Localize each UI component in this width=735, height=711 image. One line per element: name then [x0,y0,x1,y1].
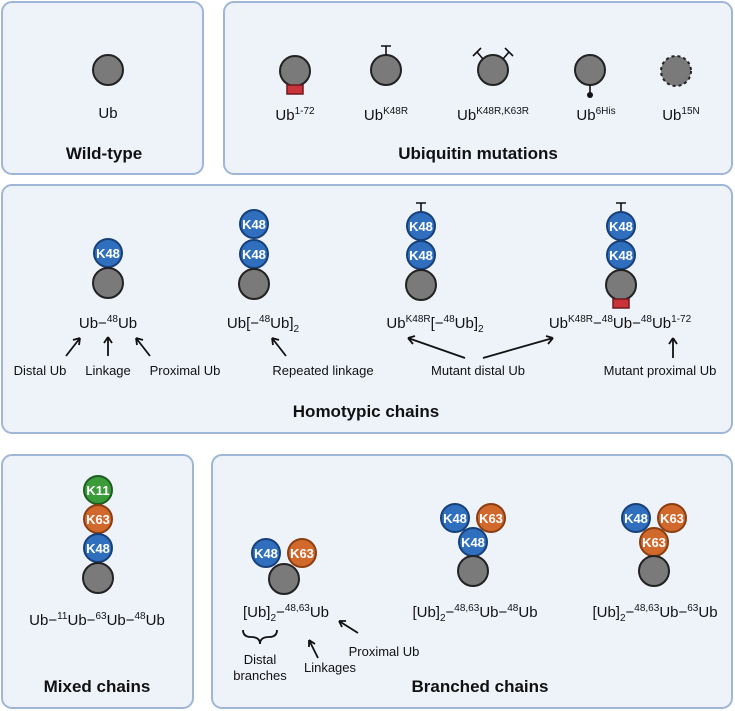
homotypic-title: Homotypic chains [293,402,439,421]
label-linkage: Linkage [85,363,131,378]
arrow-distal-ub [65,337,81,357]
his-tag-marker [587,92,593,98]
ub-bead [605,269,637,301]
ub-bead [92,54,124,86]
label-linkages: Linkages [304,660,357,675]
homotypic-formula-2: Ub[−48Ub]2 [227,314,300,335]
ub-bead [638,555,670,587]
wild-type-label: Ub [98,105,117,122]
k48r-block-marker [416,202,426,212]
k63-bead [287,538,317,568]
label-distal-branches-2: branches [233,668,287,683]
k48-bead-label: K48 [409,219,433,234]
label-mutant-proximal-ub: Mutant proximal Ub [604,363,717,378]
arrow-mutant-distal-ub [407,335,466,359]
truncation-marker [612,298,630,309]
mutation-label-1-72: Ub1-72 [275,106,315,124]
k63-bead-label: K63 [642,535,666,550]
k48-bead-label: K48 [254,546,278,561]
k63-bead-label: K63 [479,511,503,526]
mutation-label-k48r-k63r: UbK48R,K63R [457,106,529,124]
mutations-title: Ubiquitin mutations [398,144,558,163]
label-proximal-ub-branched: Proximal Ub [349,644,420,659]
ub-bead [405,269,437,301]
wild-type-title: Wild-type [66,144,142,163]
k48r-block-marker [616,202,626,212]
truncation-marker [286,84,304,95]
arrow-proximal-ub-branched [338,620,359,634]
k48-bead-label: K48 [96,246,120,261]
branched-formula-2: [Ub]2−48,63Ub−48Ub [412,603,537,624]
mutation-label-6his: Ub6His [576,106,615,124]
mutation-label-15n: Ub15N [662,106,700,124]
homotypic-formula-4: UbK48R−48Ub−48Ub1-72 [549,314,692,332]
k48-bead-label: K48 [242,247,266,262]
k48-bead-label: K48 [609,219,633,234]
arrow-proximal-ub [135,337,151,357]
panel-mutations [223,1,733,175]
ub-bead [477,54,509,86]
mixed-title: Mixed chains [44,677,151,696]
label-distal-branches-1: Distal [244,652,277,667]
k48-bead [440,503,470,533]
arrow-mutant-distal-ub-2 [482,335,554,359]
homotypic-formula-3: UbK48R[−48Ub]2 [386,314,484,335]
k48-bead-label: K48 [242,217,266,232]
k48-bead [621,503,651,533]
ub-bead [279,55,311,87]
annotation-arrows [65,335,678,359]
ub-bead [370,54,402,86]
k63-bead-label: K63 [86,512,110,527]
label-mutant-distal-ub: Mutant distal Ub [431,363,525,378]
k63-bead-label: K63 [660,511,684,526]
k63-bead-label: K63 [290,546,314,561]
arrow-mutant-proximal-ub [668,337,678,358]
mixed-formula: Ub−11Ub−63Ub−48Ub [29,611,165,629]
k48-bead [239,209,269,239]
double-block-marker [472,47,514,60]
k48-bead-label: K48 [461,535,485,550]
k48-bead [251,538,281,568]
ub-bead [457,555,489,587]
k11-bead-label: K11 [86,483,109,498]
ub-bead [92,267,124,299]
panel-homotypic [1,184,733,434]
branched-formula-1: [Ub]2−48,63Ub [243,603,329,624]
ub-bead [238,268,270,300]
arrow-linkage [103,336,113,356]
k63-bead [476,503,506,533]
k48-bead-label: K48 [409,248,433,263]
k48r-block-marker [381,45,391,55]
arrow-linkages [308,639,319,659]
label-repeated-linkage: Repeated linkage [272,363,373,378]
brace-distal-branches [242,629,278,645]
k48-bead-label: K48 [624,511,648,526]
k48-bead-label: K48 [443,511,467,526]
label-proximal-ub: Proximal Ub [150,363,221,378]
homotypic-formula-1: Ub−48Ub [79,314,137,332]
branched-title: Branched chains [412,677,549,696]
arrow-repeated-linkage [271,337,287,357]
k48-bead-label: K48 [609,248,633,263]
isotope-labeled-ub-bead [660,55,692,87]
branched-formula-3: [Ub]2−48,63Ub−63Ub [592,603,717,624]
ub-bead [268,563,300,595]
k48-bead-label: K48 [86,541,110,556]
mutation-label-k48r: UbK48R [364,106,408,124]
ub-bead [82,562,114,594]
k63-bead [657,503,687,533]
ub-bead [574,54,606,86]
label-distal-ub: Distal Ub [14,363,67,378]
panel-wild-type [1,1,204,175]
